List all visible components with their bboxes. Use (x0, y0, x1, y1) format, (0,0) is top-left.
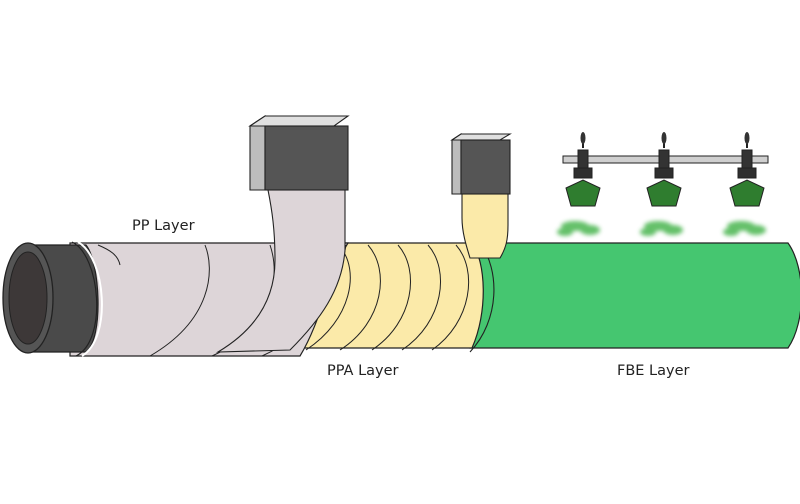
extruder-head-icon (450, 132, 512, 195)
spray-gun-icon (646, 132, 682, 207)
spray-mist (557, 221, 766, 236)
extruder-head-icon (248, 114, 350, 191)
fbe-layer-body (469, 242, 800, 349)
spray-gun-icon (729, 132, 765, 207)
fbe-layer-label: FBE Layer (617, 363, 690, 379)
ppa-layer-label: PPA Layer (327, 363, 399, 379)
pp-cut-edge-inner (77, 241, 103, 357)
pp-ribbon (215, 189, 346, 353)
ppa-wrap-lines (305, 244, 469, 351)
pipe-bore (8, 251, 48, 345)
pp-layer-label: PP Layer (132, 218, 195, 234)
spray-gun-icon (565, 132, 601, 207)
pp-cut-edge (71, 241, 98, 357)
ppa-ribbon (461, 189, 509, 259)
